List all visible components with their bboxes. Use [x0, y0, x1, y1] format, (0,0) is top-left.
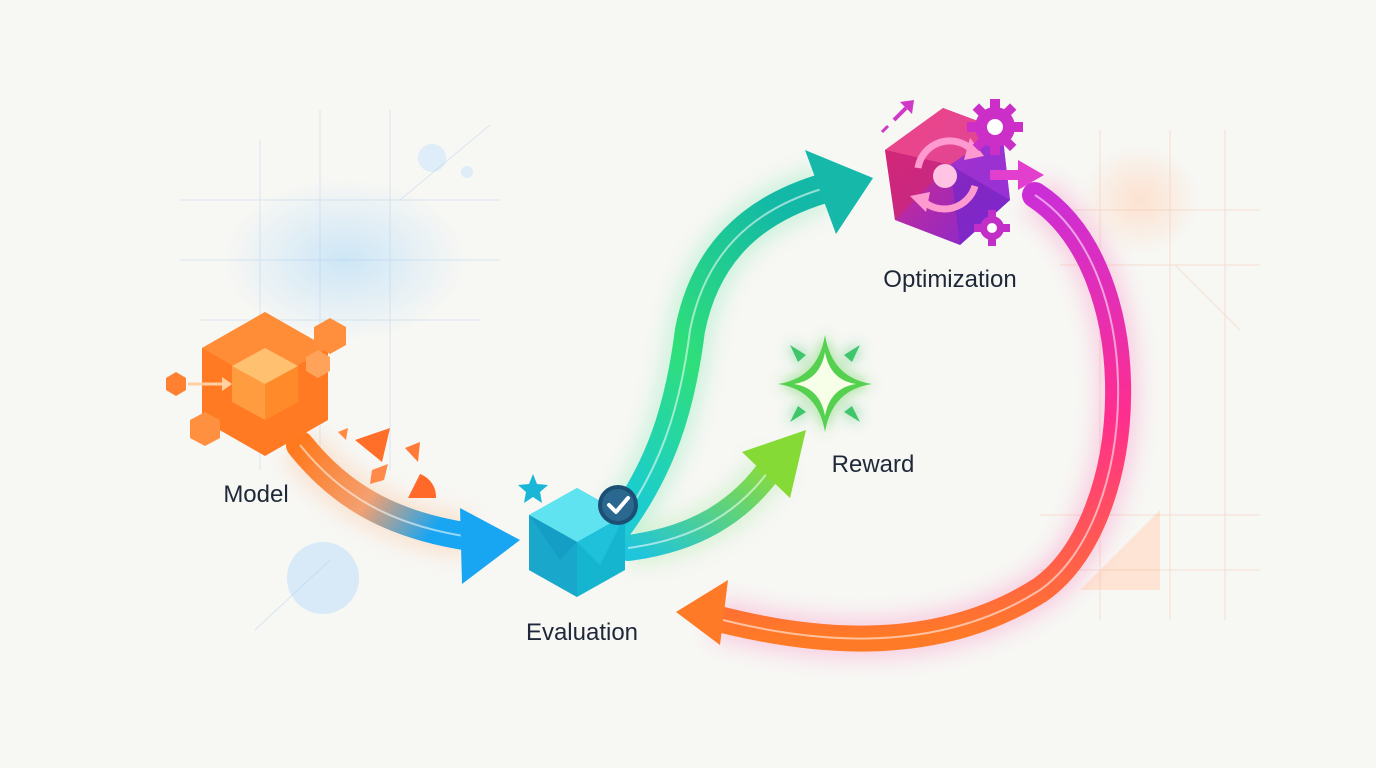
check-badge-icon	[598, 485, 638, 525]
reward-sparkle-icon	[778, 335, 872, 432]
edge-evaluation-to-optimization	[596, 150, 873, 545]
arrow-up-right-icon	[880, 100, 914, 134]
arrow-right-icon	[990, 160, 1044, 190]
node-model: Model	[166, 312, 437, 508]
star-icon	[518, 474, 548, 503]
node-optimization: Optimization	[880, 99, 1044, 293]
optimization-label: Optimization	[883, 266, 1016, 293]
edge-optimization-to-evaluation	[676, 177, 1140, 660]
model-fragments-icon	[338, 428, 437, 498]
node-evaluation: Evaluation	[518, 474, 638, 646]
reward-label: Reward	[832, 451, 915, 478]
evaluation-label: Evaluation	[526, 619, 638, 646]
small-gear-icon	[974, 210, 1010, 246]
gear-icon	[967, 99, 1023, 155]
model-hexagon-icon	[166, 312, 346, 456]
refresh-cycle-icon	[910, 137, 984, 213]
model-label: Model	[223, 481, 288, 508]
edge-evaluation-to-reward	[615, 430, 806, 568]
node-reward: Reward	[778, 335, 914, 478]
edge-model-to-evaluation	[282, 431, 520, 584]
